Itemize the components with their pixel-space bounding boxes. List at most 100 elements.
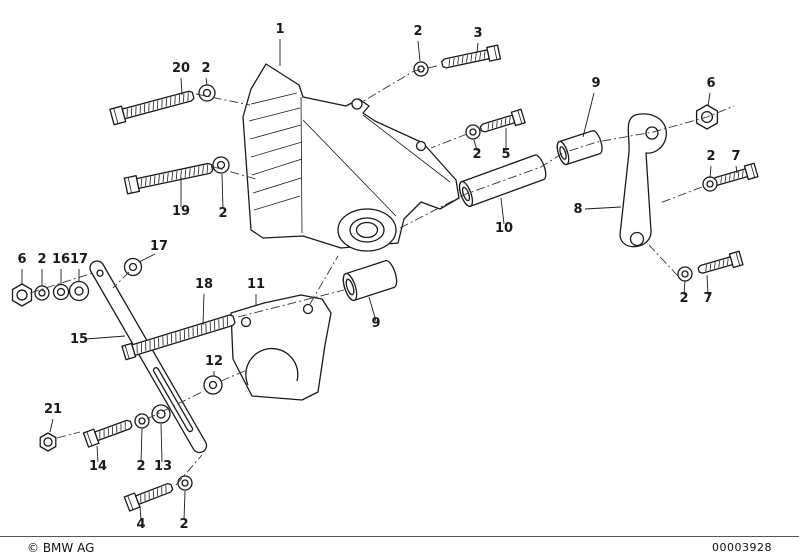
washer-16 <box>52 283 70 301</box>
lever-hole-top <box>645 126 659 140</box>
assembly-axis-line <box>56 431 81 439</box>
part-number-label: 18 <box>195 277 213 292</box>
image-number-text: 00003928 <box>712 541 772 554</box>
part-number-label: 9 <box>591 76 600 91</box>
bracket-boss-bore <box>355 221 379 239</box>
bracket-hole-top <box>351 98 363 110</box>
plate-outline <box>230 294 332 401</box>
bolt-14 <box>82 419 133 448</box>
assembly-axis-line <box>146 390 205 420</box>
label-leader-line <box>140 428 143 463</box>
part-number-label: 2 <box>679 291 688 306</box>
label-leader-line <box>476 42 479 54</box>
part-number-label: 17 <box>70 252 88 267</box>
washer-2-d <box>702 176 718 192</box>
label-leader-line <box>417 40 421 62</box>
washer-2-g <box>677 266 693 282</box>
washer-2-c <box>465 124 481 140</box>
part-number-label: 6 <box>17 252 26 267</box>
plate-hole-left <box>240 316 252 328</box>
bolt-18 <box>121 314 236 361</box>
washer-17-a <box>68 280 90 302</box>
part-number-label: 20 <box>172 61 190 76</box>
assembly-axis-line <box>361 65 438 103</box>
label-leader-line <box>49 418 54 433</box>
part-number-label: 7 <box>703 291 712 306</box>
plate-hole-right <box>302 303 314 315</box>
washer-17-b <box>123 257 143 277</box>
label-leader-line <box>500 197 505 225</box>
plate-notch <box>245 347 299 386</box>
assembly-axis-line <box>220 369 248 382</box>
part-number-label: 7 <box>731 149 740 164</box>
lever-outline <box>619 113 667 248</box>
bushing-9-lower <box>342 260 398 302</box>
label-leader-line <box>138 253 156 263</box>
part-number-label: 2 <box>413 24 422 39</box>
assembly-axis-line <box>29 272 94 294</box>
bolt-19 <box>123 162 214 195</box>
label-leader-line <box>139 505 142 521</box>
part-number-label: 2 <box>706 149 715 164</box>
label-leader-line <box>683 280 686 296</box>
part-number-label: 10 <box>495 221 513 236</box>
label-leader-line <box>709 165 712 179</box>
assembly-axis-line <box>309 255 339 305</box>
bar-slot <box>152 367 194 433</box>
part-15-tension-bar <box>89 260 208 454</box>
part-number-label: 19 <box>172 204 190 219</box>
label-leader-line <box>735 165 738 174</box>
bolt-7-lower <box>697 250 744 274</box>
assembly-axis-line <box>659 186 703 204</box>
bracket-hole-arm <box>415 140 427 152</box>
part-number-label: 9 <box>371 316 380 331</box>
label-leader-line <box>582 92 595 138</box>
bracket-ribs <box>248 92 451 234</box>
label-leader-line <box>368 296 377 322</box>
nut-21 <box>39 432 57 452</box>
part-number-label: 6 <box>706 76 715 91</box>
part-number-label: 15 <box>70 332 88 347</box>
part-number-label: 2 <box>179 517 188 532</box>
bolt-3 <box>441 44 502 69</box>
part-8-lever <box>619 113 667 248</box>
assembly-axis-line <box>430 133 468 149</box>
label-leader-line <box>96 445 99 463</box>
part-number-label: 13 <box>154 459 172 474</box>
part-number-label: 11 <box>247 277 265 292</box>
part-number-label: 8 <box>573 202 582 217</box>
part-number-label: 12 <box>205 354 223 369</box>
bar-hole <box>96 269 104 277</box>
assembly-axis-line <box>213 166 257 180</box>
washer-2-e <box>212 156 230 174</box>
bolt-4 <box>123 483 174 512</box>
nut-6-left <box>11 283 33 307</box>
part-number-label: 2 <box>37 252 46 267</box>
bolt-5 <box>479 108 526 133</box>
label-leader-line <box>205 77 208 86</box>
part-number-label: 14 <box>89 459 107 474</box>
part-number-label: 2 <box>136 459 145 474</box>
label-leader-line <box>584 206 622 210</box>
assembly-axis-line <box>112 271 130 289</box>
bolt-7-upper <box>712 162 759 186</box>
part-number-label: 1 <box>275 22 284 37</box>
label-leader-line <box>183 490 186 521</box>
washer-2-a <box>198 84 216 102</box>
figure-footer: © BMW AG 00003928 <box>0 536 799 558</box>
assembly-axis-line <box>648 244 679 277</box>
label-leader-line <box>202 293 205 326</box>
part-11-plate <box>230 294 332 401</box>
washer-2-b <box>413 61 429 77</box>
label-leader-line <box>221 173 224 210</box>
washer-2-h <box>134 413 150 429</box>
label-leader-line <box>707 92 711 107</box>
assembly-axis-line <box>399 105 735 229</box>
washer-12 <box>203 375 223 395</box>
bushing-9-upper <box>556 130 603 166</box>
part-number-label: 2 <box>201 61 210 76</box>
washer-13 <box>151 404 171 424</box>
